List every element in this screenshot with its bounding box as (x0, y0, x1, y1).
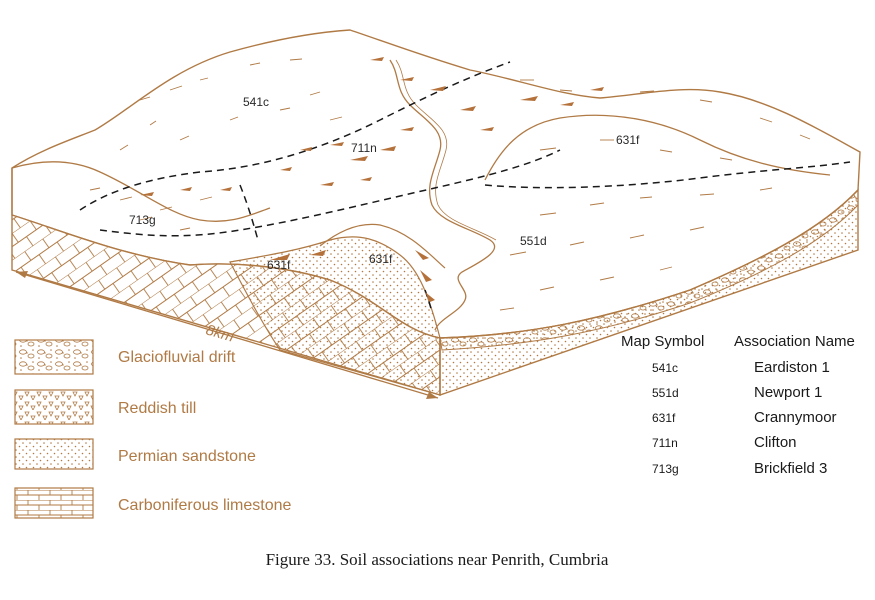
table-header-symbol: Map Symbol (621, 333, 704, 350)
terrain-hatching (89, 58, 811, 311)
table-symbol: 541c (652, 361, 678, 375)
table-symbol: 551d (652, 386, 679, 400)
front-sandstone-wedge (229, 236, 441, 396)
right-face-gravel-band (439, 188, 859, 351)
map-label-631f-right: 631f (616, 133, 640, 147)
table-name: Brickfield 3 (754, 460, 827, 477)
table-name: Eardiston 1 (754, 359, 830, 376)
carboniferous-limestone-swatch (14, 487, 94, 519)
figure-caption: Figure 33. Soil associations near Penrit… (266, 550, 609, 569)
legend-label: Permian sandstone (118, 448, 256, 465)
table-header-name: Association Name (734, 333, 855, 350)
block-diagram: 541c 711n 631f 713g 551d 631f 631f (11, 29, 861, 396)
table-symbol: 713g (652, 462, 679, 476)
table-name: Clifton (754, 434, 797, 451)
table-symbol: 711n (652, 436, 678, 450)
table-name: Crannymoor (754, 409, 837, 426)
association-boundaries (79, 61, 851, 313)
hill-631f-front (319, 223, 446, 269)
left-hill-ridge (11, 161, 271, 222)
legend-label: Reddish till (118, 400, 196, 417)
map-label-631f-left: 631f (267, 258, 291, 272)
legend: Glaciofluvial drift Reddish till Permian… (14, 339, 292, 519)
table-symbol: 631f (652, 411, 676, 425)
eroded-patches (140, 57, 604, 302)
map-label-713g: 713g (129, 213, 156, 227)
association-table: Map Symbol Association Name 541c Eardist… (621, 333, 855, 477)
legend-item-permian: Permian sandstone (14, 438, 256, 470)
legend-item-glaciofluvial: Glaciofluvial drift (14, 339, 236, 375)
river (389, 59, 496, 331)
legend-item-reddish-till: Reddish till (14, 389, 196, 425)
permian-sandstone-swatch (14, 438, 94, 470)
glaciofluvial-drift-swatch (14, 339, 94, 375)
map-label-551d: 551d (520, 234, 547, 248)
legend-item-carboniferous: Carboniferous limestone (14, 487, 292, 519)
legend-label: Glaciofluvial drift (118, 349, 236, 366)
map-label-711n: 711n (351, 141, 377, 155)
map-label-541c: 541c (243, 95, 269, 109)
map-label-631f-front: 631f (369, 252, 393, 266)
legend-label: Carboniferous limestone (118, 497, 292, 514)
hill-631f-right (484, 114, 831, 181)
scale-bar: 8km (15, 271, 439, 399)
table-name: Newport 1 (754, 384, 822, 401)
reddish-till-swatch (14, 389, 94, 425)
